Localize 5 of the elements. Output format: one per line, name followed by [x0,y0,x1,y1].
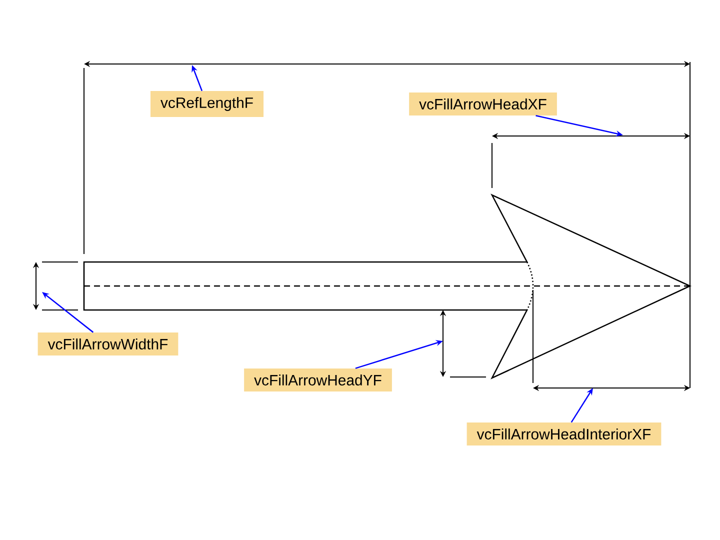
label-box: vcRefLengthF [150,91,264,117]
label-box: vcFillArrowHeadYF [244,368,392,392]
label-box: vcFillArrowHeadInteriorXF [466,422,662,446]
label-box: vcFillArrowHeadXF [409,92,557,116]
label-box: vcFillArrowWidthF [38,332,178,356]
